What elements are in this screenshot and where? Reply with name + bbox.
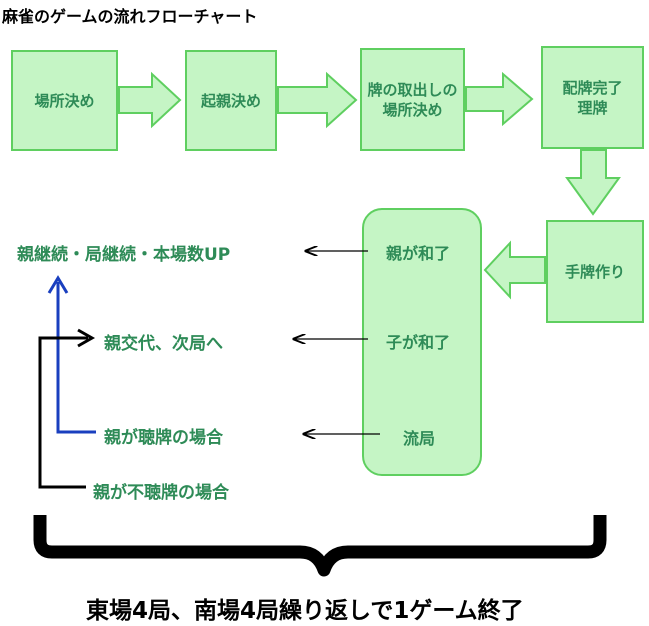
tenpai-arrowhead bbox=[47, 275, 69, 294]
flow-arrow-left bbox=[483, 240, 546, 300]
step-box-3: 牌の取出しの 場所決め bbox=[360, 48, 465, 151]
step-5-line-1: 手牌作り bbox=[564, 262, 625, 281]
step-box-4: 配牌完了 理牌 bbox=[541, 46, 644, 149]
outcome-group bbox=[362, 208, 482, 476]
result-renchan: 親継続・局継続・本場数UP bbox=[17, 245, 231, 265]
step-4-line-2: 理牌 bbox=[577, 98, 608, 117]
result-oya-change: 親交代、次局へ bbox=[104, 334, 223, 354]
step-2-line-1: 起親決め bbox=[200, 91, 261, 110]
flow-arrow-down bbox=[565, 149, 621, 216]
tenpai-arrow bbox=[56, 282, 96, 434]
step-box-5: 手牌作り bbox=[546, 220, 644, 323]
outcome-ryukyoku: 流局 bbox=[403, 429, 436, 448]
step-box-2: 起親決め bbox=[185, 50, 277, 151]
step-4-line-1: 配牌完了 bbox=[562, 78, 623, 97]
outcome-oya-agari: 親が和了 bbox=[386, 244, 451, 263]
result-oya-tenpai: 親が聴牌の場合 bbox=[104, 428, 223, 448]
noten-arrow bbox=[38, 336, 88, 489]
flow-arrow-right-2 bbox=[277, 71, 358, 129]
step-1-line-1: 場所決め bbox=[34, 91, 95, 110]
curly-brace bbox=[33, 515, 607, 577]
noten-arrowhead bbox=[77, 328, 96, 348]
flow-arrow-right-3 bbox=[465, 71, 534, 127]
footer-note: 東場4局、南場4局繰り返しで1ゲーム終了 bbox=[86, 598, 524, 624]
flow-arrow-right-1 bbox=[118, 71, 182, 129]
result-oya-noten: 親が不聴牌の場合 bbox=[93, 483, 229, 503]
outcome-ko-agari: 子が和了 bbox=[386, 333, 451, 352]
step-3-line-2: 場所決め bbox=[382, 100, 443, 119]
step-box-1: 場所決め bbox=[11, 50, 118, 151]
step-3-line-1: 牌の取出しの bbox=[367, 80, 458, 99]
diagram-title: 麻雀のゲームの流れフローチャート bbox=[2, 7, 258, 26]
